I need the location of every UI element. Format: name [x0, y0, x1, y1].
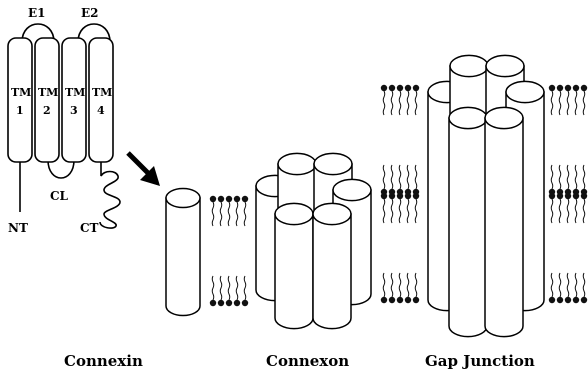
- tm1-helix: [8, 38, 32, 162]
- connexon-label: Connexon: [266, 352, 349, 370]
- tm2-helix: [35, 38, 59, 162]
- tm4-label-num: 4: [97, 104, 105, 117]
- membrane-lower-right: [549, 193, 587, 303]
- membrane-near-connexin: [210, 196, 248, 306]
- tm4-helix: [89, 38, 113, 162]
- gap-junction-cylinder-5: [449, 107, 487, 336]
- tm2-label-num: 2: [43, 104, 51, 117]
- cl-label: CL: [50, 189, 69, 203]
- tm1-label-top: TM: [11, 86, 31, 99]
- connexin-cylinder: [166, 188, 200, 315]
- arrow-icon: [128, 153, 160, 186]
- connexon-hexamer: [256, 153, 371, 328]
- c-terminus-tail: [100, 162, 120, 228]
- connexin-single-cylinder: [166, 188, 200, 315]
- e1-label: E1: [28, 6, 46, 20]
- membrane-upper-right: [549, 85, 587, 195]
- connexon-cylinder-5: [275, 203, 313, 328]
- tm3-label-top: TM: [65, 86, 85, 99]
- connexin-label: Connexin: [64, 352, 143, 370]
- gap-junction-cylinder-6: [485, 107, 523, 336]
- membrane-near-connexon: [381, 193, 419, 303]
- tm4-label-top: TM: [92, 86, 112, 99]
- tm3-helix: [62, 38, 86, 162]
- nt-label: NT: [8, 221, 28, 235]
- ct-label: CT: [80, 221, 99, 235]
- gap-junction-label: Gap Junction: [425, 352, 535, 370]
- tm3-label-num: 3: [70, 104, 78, 117]
- connexon-cylinder-6: [313, 203, 351, 328]
- e2-label: E2: [81, 6, 99, 20]
- tm2-label-top: TM: [38, 86, 58, 99]
- tm1-label-num: 1: [16, 104, 24, 117]
- membrane-upper-left: [381, 85, 419, 195]
- gap-junction-channel: [428, 55, 544, 336]
